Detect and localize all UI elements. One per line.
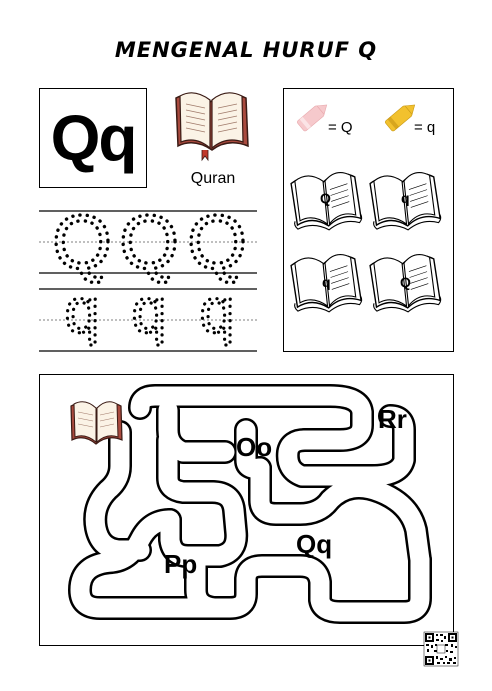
lowercase-tracing-row: [39, 288, 257, 352]
coloring-panel: [283, 88, 454, 352]
picture-word: Quran: [190, 170, 236, 187]
trace-lowercase-1: q: [65, 277, 99, 346]
trace-uppercase-2: Q: [119, 200, 178, 285]
uppercase-tracing-row: [39, 210, 257, 274]
open-book-icon: [175, 92, 249, 162]
letter-card: Qq: [39, 88, 147, 188]
trace-uppercase-3: Q: [187, 200, 246, 285]
trace-uppercase-1: Q: [52, 200, 111, 285]
maze-panel: [39, 374, 454, 646]
trace-lowercase-3: q: [200, 277, 234, 346]
trace-lowercase-2: q: [132, 277, 166, 346]
page-title: MENGENAL HURUF Q: [114, 38, 378, 62]
